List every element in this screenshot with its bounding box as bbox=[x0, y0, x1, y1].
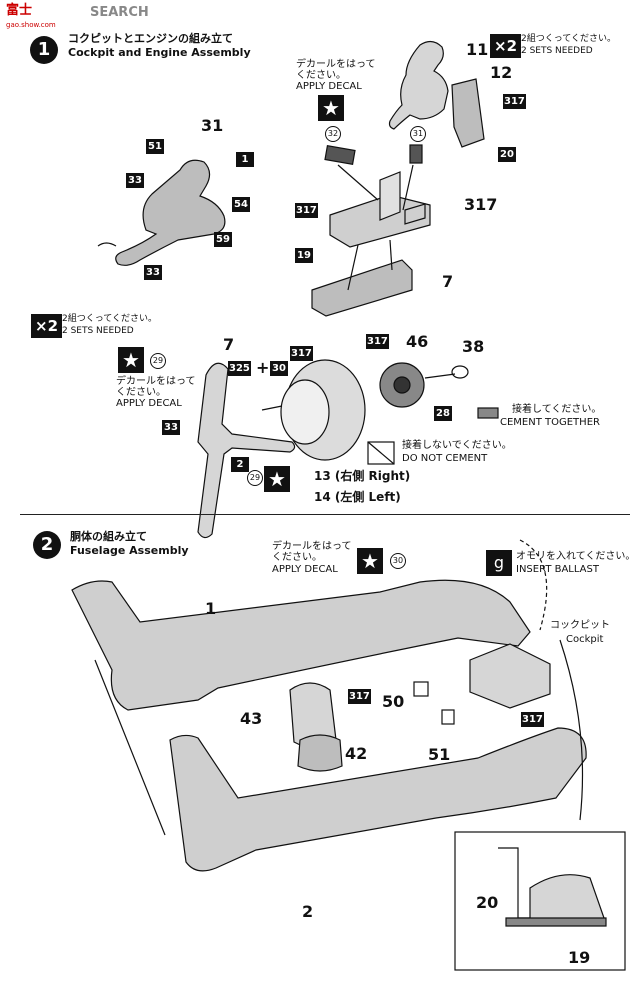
part-label: 51 bbox=[146, 139, 164, 154]
part-label: 317 bbox=[366, 334, 389, 349]
part-label: 20 bbox=[498, 147, 516, 162]
apply-decal-en: APPLY DECAL bbox=[296, 81, 362, 92]
x2-badge: ×2 bbox=[490, 34, 522, 58]
part-label: 317 bbox=[521, 712, 544, 727]
part-label: 20 bbox=[476, 893, 499, 912]
part-label: 11 bbox=[466, 40, 489, 59]
sets-needed-en-2: 2 SETS NEEDED bbox=[62, 326, 134, 336]
do-not-cement-jp: 接着しないでください。 bbox=[402, 440, 512, 451]
part-label: 19 bbox=[295, 248, 313, 263]
fuselage-half-1 bbox=[71, 579, 531, 711]
part-label: 33 bbox=[144, 265, 162, 280]
part-label: 317 bbox=[295, 203, 318, 218]
part-label: 1 bbox=[236, 152, 254, 167]
decal-number: 31 bbox=[410, 126, 426, 142]
part-label: 325 bbox=[228, 361, 251, 376]
sets-needed-jp-2: 2組つくってください。 bbox=[62, 314, 158, 324]
sets-needed-jp: 2組つくってください。 bbox=[521, 34, 617, 44]
part-label: 317 bbox=[348, 689, 371, 704]
decal-number: 30 bbox=[390, 553, 406, 569]
step-1-title-jp: コクピットとエンジンの組み立て bbox=[68, 32, 233, 45]
insert-ballast-jp: オモリを入れてください。 bbox=[516, 551, 636, 562]
apply-decal-jp-2: デカールをはって ください。 bbox=[116, 376, 196, 398]
ballast-weight-icon: g bbox=[486, 550, 512, 576]
decal-number: 29 bbox=[247, 470, 263, 486]
fuselage-half-2 bbox=[169, 727, 587, 872]
cockpit-label-jp: コックピット bbox=[550, 620, 610, 631]
part-label: 42 bbox=[345, 744, 368, 763]
star-icon: ★ bbox=[118, 347, 144, 373]
part-label: 1 bbox=[205, 599, 217, 618]
part-13-right-label: 13 (右側 Right) bbox=[314, 469, 411, 483]
part-label: 31 bbox=[201, 116, 224, 135]
insert-ballast-en: INSERT BALLAST bbox=[516, 564, 599, 575]
star-icon: ★ bbox=[264, 466, 290, 492]
cement-together-en: CEMENT TOGETHER bbox=[500, 417, 600, 428]
part-label: 317 bbox=[464, 195, 498, 214]
part-19-base bbox=[311, 259, 413, 317]
part-label: 317 bbox=[290, 346, 313, 361]
part-label: 317 bbox=[503, 94, 526, 109]
part-label: 59 bbox=[214, 232, 232, 247]
decal-number: 32 bbox=[325, 126, 341, 142]
do-not-cement-en: DO NOT CEMENT bbox=[402, 453, 488, 464]
sets-needed-en: 2 SETS NEEDED bbox=[521, 46, 593, 56]
part-14-left-label: 14 (左側 Left) bbox=[314, 490, 401, 504]
part-label: 2 bbox=[231, 457, 249, 472]
part-label: 2 bbox=[302, 902, 314, 921]
part-label: 7 bbox=[223, 335, 235, 354]
part-label: 51 bbox=[428, 745, 451, 764]
step-1-title-en: Cockpit and Engine Assembly bbox=[68, 46, 251, 59]
apply-decal-en-3: APPLY DECAL bbox=[272, 564, 338, 575]
step-1-badge: 1 bbox=[30, 36, 58, 64]
step-2-badge: 2 bbox=[33, 531, 61, 559]
watermark-brand: SEARCH bbox=[90, 5, 149, 20]
seat-part bbox=[451, 78, 485, 148]
part-label: 54 bbox=[232, 197, 250, 212]
decal-number: 29 bbox=[150, 353, 166, 369]
apply-decal-en-2: APPLY DECAL bbox=[116, 398, 182, 409]
part-label: 33 bbox=[126, 173, 144, 188]
part-label: 50 bbox=[382, 692, 405, 711]
part-label: 7 bbox=[442, 272, 454, 291]
step-2-title-en: Fuselage Assembly bbox=[70, 544, 189, 557]
pilot-figure-left bbox=[115, 159, 226, 266]
x2-badge-2: ×2 bbox=[31, 314, 63, 338]
cockpit-label-en: Cockpit bbox=[566, 634, 604, 645]
star-icon: ★ bbox=[357, 548, 383, 574]
apply-decal-jp-3: デカールをはって ください。 bbox=[272, 541, 352, 563]
part-label: 43 bbox=[240, 709, 263, 728]
part-label: 30 bbox=[270, 361, 288, 376]
propeller bbox=[197, 362, 296, 539]
part-label: 33 bbox=[162, 420, 180, 435]
part-label: 12 bbox=[490, 63, 513, 82]
part-label: 28 bbox=[434, 406, 452, 421]
section-divider bbox=[20, 514, 630, 515]
cement-together-jp: 接着してください。 bbox=[512, 404, 602, 415]
watermark-url: gao.show.com bbox=[6, 21, 56, 29]
part-label: 38 bbox=[462, 337, 485, 356]
step-2-title-jp: 胴体の組み立て bbox=[70, 530, 147, 543]
part-label: 46 bbox=[406, 332, 429, 351]
apply-decal-jp: デカールをはって ください。 bbox=[296, 59, 376, 81]
star-icon: ★ bbox=[318, 95, 344, 121]
part-label: 19 bbox=[568, 948, 591, 967]
part-label: + bbox=[256, 358, 270, 377]
pilot-figure-right bbox=[388, 40, 449, 130]
watermark-logo: 富士 bbox=[6, 3, 33, 18]
